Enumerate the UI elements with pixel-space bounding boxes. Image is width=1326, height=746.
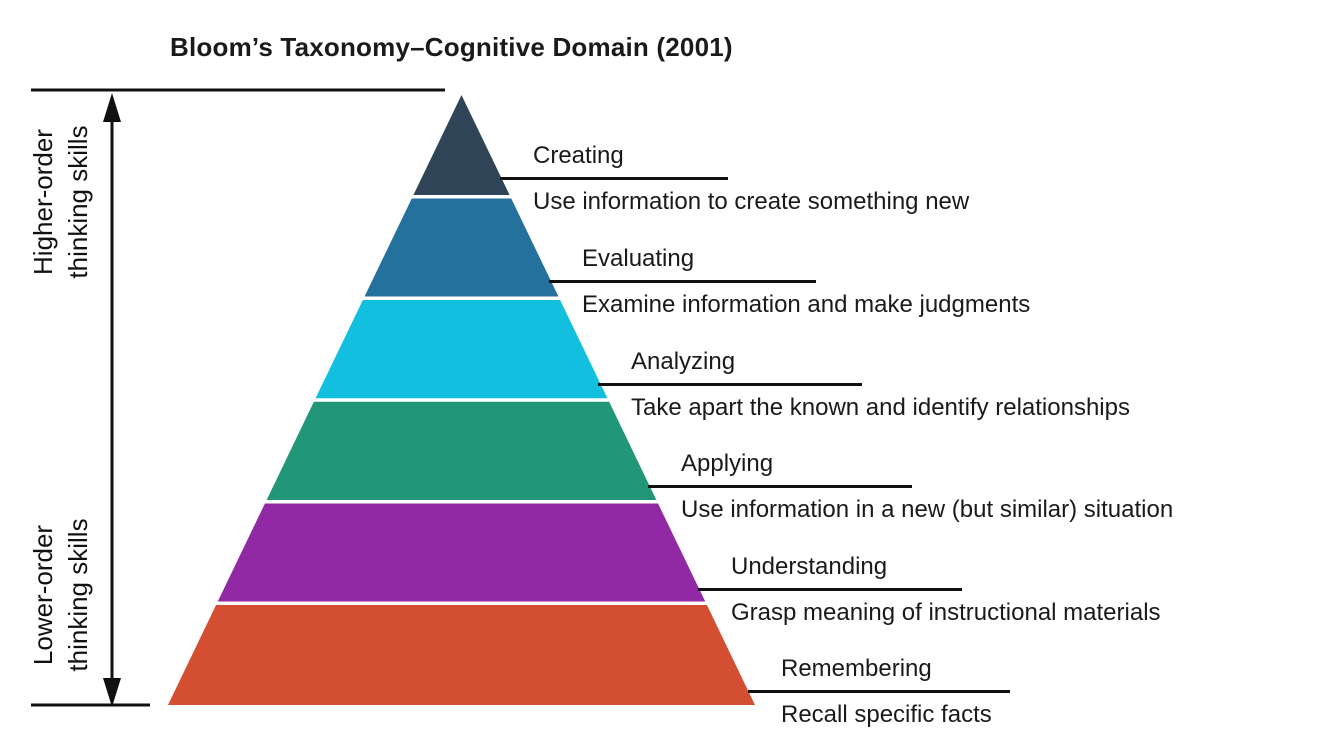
level-description-remembering: Recall specific facts (781, 701, 992, 728)
level-description-understanding: Grasp meaning of instructional materials (731, 599, 1161, 626)
level-description-creating: Use information to create something new (533, 188, 970, 215)
level-description-analyzing: Take apart the known and identify relati… (631, 394, 1130, 421)
pyramid-level-remembering (168, 603, 755, 705)
diagram-title: Bloom’s Taxonomy–Cognitive Domain (2001) (170, 32, 733, 62)
level-description-evaluating: Examine information and make judgments (582, 291, 1031, 318)
annotation-understanding: Understanding Grasp meaning of instructi… (698, 545, 1161, 630)
higher-order-label-line1: Higher-order (28, 129, 58, 275)
annotation-applying: Applying Use information in a new (but s… (648, 442, 1174, 527)
lower-order-label-line2: thinking skills (63, 518, 93, 672)
pyramid-level-evaluating (363, 196, 560, 299)
annotation-evaluating: Evaluating Examine information and make … (549, 237, 1031, 322)
pyramid-level-understanding (216, 501, 707, 604)
lower-order-label: Lower-order thinking skills (26, 445, 98, 745)
level-name-remembering: Remembering (748, 647, 1010, 693)
level-name-understanding: Understanding (698, 545, 962, 591)
arrow-down-head (103, 678, 121, 707)
lower-order-label-line1: Lower-order (28, 524, 58, 666)
level-description-applying: Use information in a new (but similar) s… (681, 496, 1174, 523)
annotation-remembering: Remembering Recall specific facts (748, 647, 1010, 732)
level-name-analyzing: Analyzing (598, 340, 862, 386)
level-name-applying: Applying (648, 442, 912, 488)
arrow-up-head (103, 93, 121, 122)
higher-order-label-line2: thinking skills (63, 125, 93, 279)
annotation-creating: Creating Use information to create somet… (500, 134, 970, 219)
higher-order-label: Higher-order thinking skills (26, 52, 98, 352)
annotation-analyzing: Analyzing Take apart the known and ident… (598, 340, 1130, 425)
pyramid-level-creating (412, 95, 511, 197)
level-name-evaluating: Evaluating (549, 237, 816, 283)
level-name-creating: Creating (500, 134, 728, 180)
pyramid-level-analyzing (314, 298, 609, 400)
pyramid-level-applying (265, 400, 658, 502)
